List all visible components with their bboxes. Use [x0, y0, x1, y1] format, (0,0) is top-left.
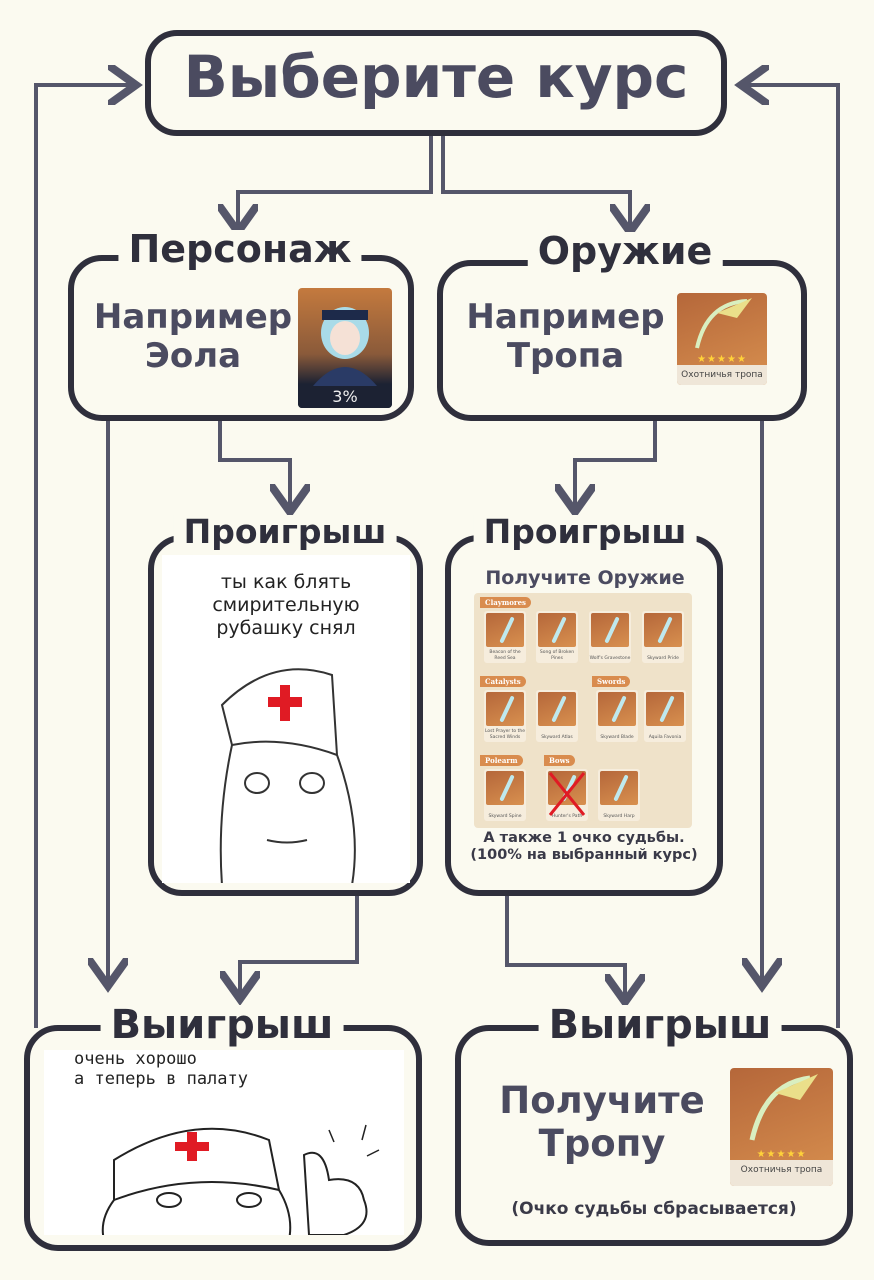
weapon-item: Beacon of the Reed Sea: [484, 611, 526, 663]
arrow-winright-to-title: [745, 85, 840, 1028]
arrow-weapon-to-lose: [575, 420, 657, 508]
arrow-loseright-to-winright: [505, 895, 625, 998]
weapon-label: Оружие: [527, 232, 723, 270]
category-swords: Swords: [592, 676, 631, 687]
weapon-card-name: Охотничья тропа: [677, 364, 767, 385]
fate-reset-note: (Очко судьбы сбрасывается): [511, 1199, 797, 1219]
category-polearm: Polearm: [480, 755, 523, 766]
arrow-loseleft-to-winleft: [240, 895, 359, 995]
weapon-item: Skyward Harp: [598, 769, 640, 821]
weapon-item: Aquila Favonia: [644, 690, 686, 742]
lose-right-label: Проигрыш: [473, 515, 697, 548]
title-box: [145, 30, 727, 136]
weapon-item: Skyward Pride: [642, 611, 684, 663]
reward-line: Получите: [499, 1079, 705, 1122]
weapon-selection-grid: Claymores Beacon of the Reed Sea Song of…: [474, 593, 692, 828]
red-cross-out-icon: [548, 772, 586, 816]
weapon-example: Например Тропа: [458, 297, 673, 377]
win-right-reward: Получите Тропу: [478, 1079, 726, 1165]
doctor-face-drawing: [219, 668, 356, 883]
character-example: Например Эола: [88, 297, 298, 377]
caption-line: ты как блять: [220, 571, 352, 593]
category-bows: Bows: [544, 755, 575, 766]
category-catalysts: Catalysts: [480, 676, 526, 687]
page-title: Выберите курс: [183, 43, 689, 111]
doctor-thumbs-up-drawing: [101, 1124, 380, 1235]
example-name: Тропа: [506, 336, 625, 377]
hunters-path-card: ★★★★★ Охотничья тропа: [730, 1068, 833, 1186]
arrow-title-to-character: [238, 135, 433, 228]
caption-line: очень хорошо: [74, 1050, 197, 1069]
weapon-item: Wolf's Gravestone: [589, 611, 631, 663]
reward-item: Тропу: [538, 1121, 666, 1165]
get-weapon-heading: Получите Оружие: [485, 567, 685, 589]
fate-point-note: А также 1 очко судьбы. (100% на выбранны…: [455, 830, 713, 863]
rarity-stars: ★★★★★: [756, 1149, 807, 1161]
example-line: Например: [93, 297, 293, 337]
bow-icon: [695, 298, 752, 349]
weapon-card-name: Охотничья тропа: [730, 1160, 833, 1186]
arrow-winleft-to-title: [34, 85, 132, 1028]
caption-line: рубашку снял: [216, 616, 356, 639]
rate-up-percent: 3%: [298, 386, 392, 408]
note-line: А также 1 очко судьбы.: [483, 830, 685, 846]
eula-character-card: 3%: [298, 288, 392, 408]
example-line: Например: [466, 297, 665, 337]
weapon-item: Skyward Spine: [484, 769, 526, 821]
win-right-label: Выигрыш: [538, 1005, 782, 1045]
weapon-item: Skyward Blade: [596, 690, 638, 742]
meme-caption: ты как блять смирительную рубашку снял: [162, 571, 410, 639]
lose-left-label: Проигрыш: [173, 515, 397, 548]
character-portrait: [313, 307, 377, 386]
character-label: Персонаж: [118, 230, 362, 268]
rarity-stars: ★★★★★: [697, 353, 747, 365]
example-name: Эола: [144, 336, 242, 377]
caption-line: а теперь в палату: [74, 1068, 248, 1089]
win-left-label: Выигрыш: [100, 1005, 344, 1045]
thumbs-up-doctor-meme: очень хорошо а теперь в палату: [44, 1050, 404, 1235]
bow-icon: [749, 1074, 818, 1141]
arrow-title-to-weapon: [441, 135, 630, 228]
weapon-item: Song of Broken Pines: [536, 611, 578, 663]
caption-line: смирительную: [212, 593, 360, 616]
straitjacket-meme: ты как блять смирительную рубашку снял: [162, 555, 410, 883]
weapon-item: Skyward Atlas: [536, 690, 578, 742]
hunters-path-card: ★★★★★ Охотничья тропа: [677, 293, 767, 385]
weapon-item: Lost Prayer to the Sacred Winds: [484, 690, 526, 742]
category-claymores: Claymores: [480, 597, 531, 608]
weapon-item-crossed: Hunter's Path: [546, 769, 588, 821]
arrow-character-to-lose: [218, 420, 290, 508]
note-line: (100% на выбранный курс): [470, 846, 698, 863]
